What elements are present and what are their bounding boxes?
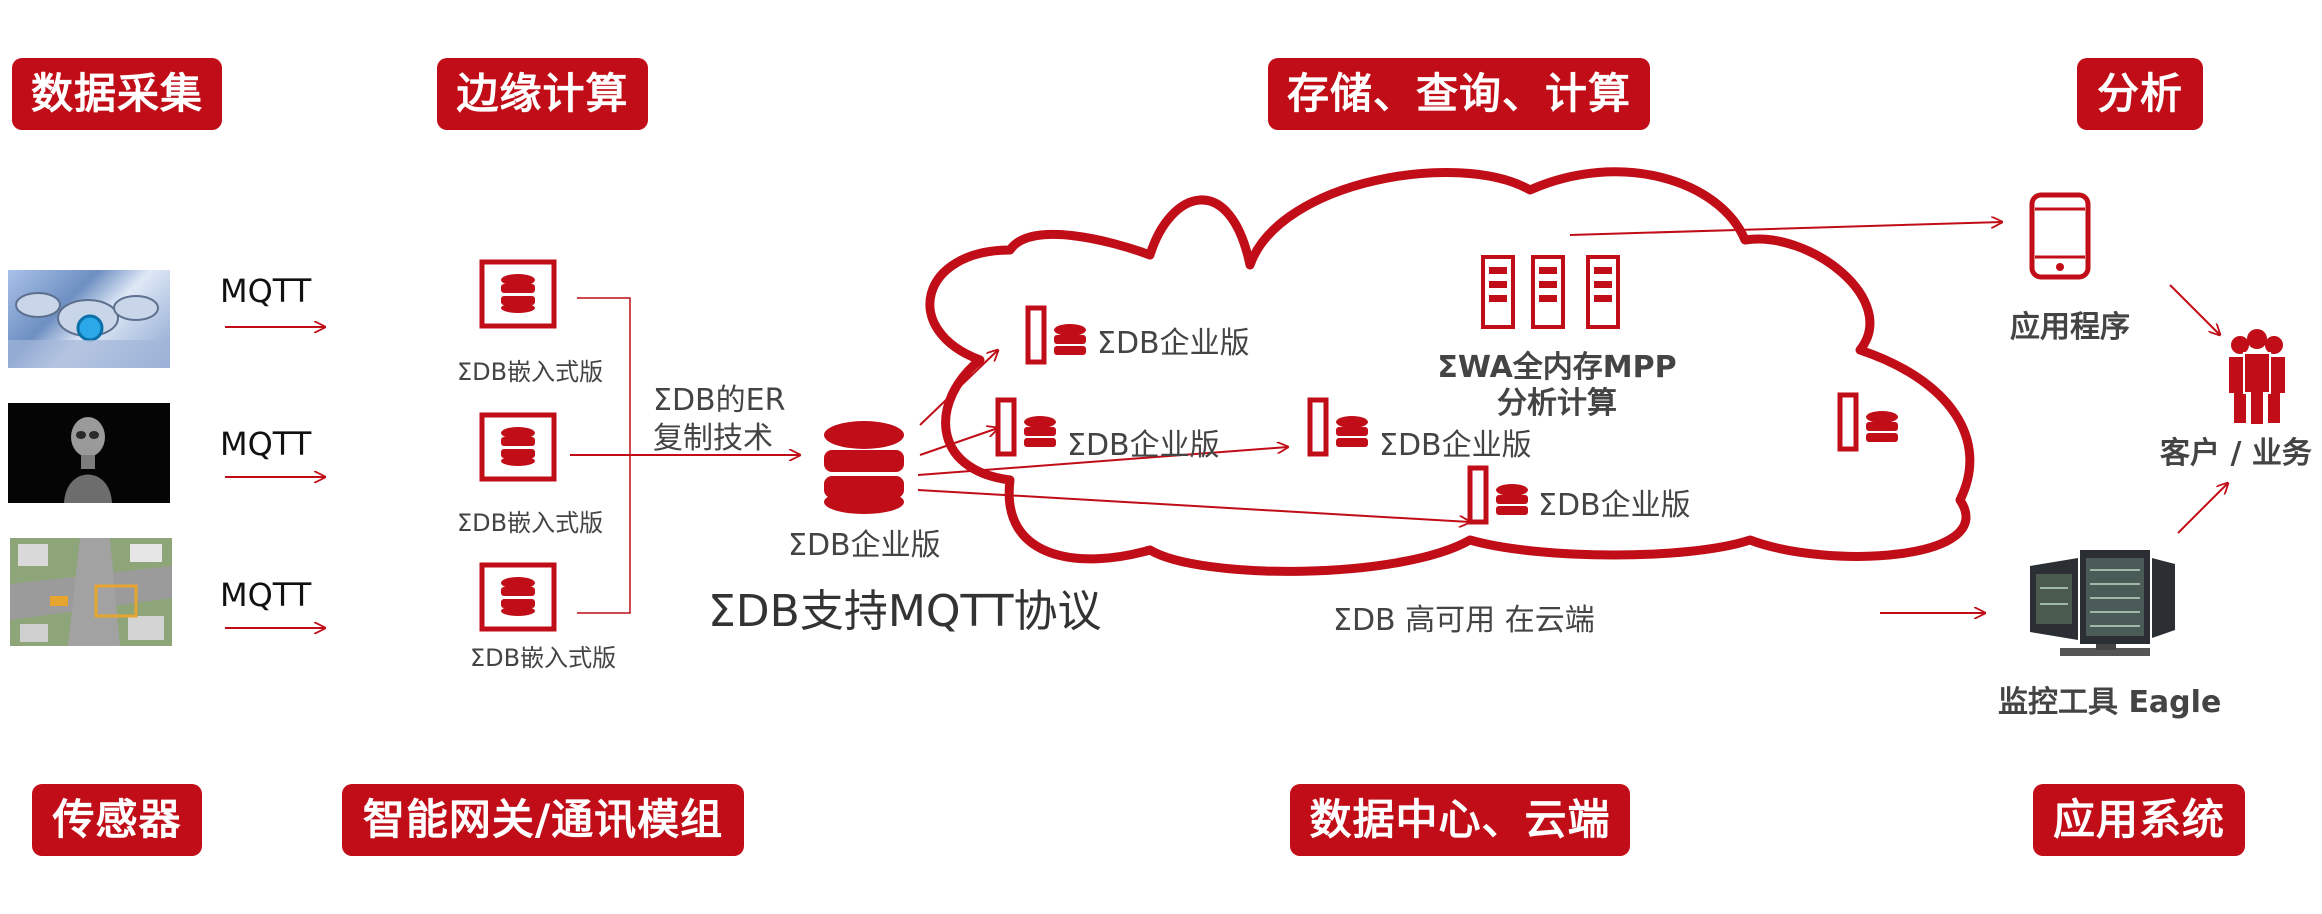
enterprise-label-2: ΣDB企业版 — [1067, 428, 1220, 463]
mpp-label-line2: 分析计算 — [1497, 386, 1617, 421]
embedded-db-icon-3 — [479, 562, 557, 632]
enterprise-db-icon-3 — [1307, 397, 1368, 457]
mqtt-label-1: MQTT — [220, 272, 312, 310]
app-program-label: 应用程序 — [2010, 310, 2130, 345]
enterprise-db-icon-1 — [1025, 305, 1086, 365]
sensor-image-machinery — [8, 270, 170, 368]
badge-app-system: 应用系统 — [2033, 784, 2245, 856]
hub-database-icon — [824, 421, 904, 514]
enterprise-label-1: ΣDB企业版 — [1097, 326, 1250, 361]
badge-datacenter-cloud: 数据中心、云端 — [1290, 784, 1630, 856]
customer-business-label: 客户 / 业务 — [2160, 436, 2312, 471]
mqtt-label-3: MQTT — [220, 576, 312, 614]
high-availability-label: ΣDB 高可用 在云端 — [1333, 603, 1595, 638]
cloud-to-app-arrow — [1569, 222, 2002, 236]
embedded-db-label-1: ΣDB嵌入式版 — [457, 358, 604, 386]
enterprise-db-icon-5 — [1837, 392, 1898, 452]
sensor-image-robot — [8, 403, 170, 503]
embedded-db-label-3: ΣDB嵌入式版 — [470, 644, 617, 672]
replication-label-line2: 复制技术 — [653, 421, 773, 456]
monitor-tool-label: 监控工具 Eagle — [1998, 685, 2222, 720]
cloud-outline — [925, 167, 1975, 576]
mpp-label-line1: ΣWA全内存MPP — [1437, 350, 1677, 385]
badge-analysis: 分析 — [2077, 58, 2203, 130]
embedded-db-icon-2 — [479, 412, 557, 482]
app-to-customer-arrow — [2169, 284, 2220, 335]
badge-gateway: 智能网关/通讯模组 — [342, 784, 744, 856]
hub-arrow-4 — [917, 489, 1470, 522]
embedded-db-icon-1 — [479, 259, 557, 329]
replication-label-line1: ΣDB的ER — [653, 383, 786, 418]
monitor-to-customer-arrow — [2177, 483, 2228, 534]
hub-label: ΣDB企业版 — [788, 528, 941, 563]
badge-sensors: 传感器 — [32, 784, 202, 856]
badge-data-collection: 数据采集 — [12, 58, 222, 130]
enterprise-db-icon-2 — [995, 397, 1056, 457]
mqtt-support-label: ΣDB支持MQTT协议 — [708, 586, 1102, 637]
hub-arrow-2 — [919, 428, 998, 456]
badge-edge-computing: 边缘计算 — [437, 58, 648, 130]
hub-arrow-3 — [917, 447, 1288, 476]
sensor-image-intersection — [10, 538, 172, 646]
monitor-workstation-icon — [2030, 550, 2175, 656]
enterprise-label-3: ΣDB企业版 — [1379, 428, 1532, 463]
server-rack-icon — [1481, 255, 1620, 329]
hub-arrow-1 — [919, 350, 998, 426]
smartphone-icon — [2029, 192, 2091, 280]
enterprise-db-icon-4 — [1467, 465, 1528, 525]
enterprise-label-4: ΣDB企业版 — [1538, 488, 1691, 523]
badge-storage-query-compute: 存储、查询、计算 — [1268, 58, 1650, 130]
embedded-db-label-2: ΣDB嵌入式版 — [457, 509, 604, 537]
mqtt-label-2: MQTT — [220, 425, 312, 463]
users-group-icon — [2229, 329, 2285, 426]
